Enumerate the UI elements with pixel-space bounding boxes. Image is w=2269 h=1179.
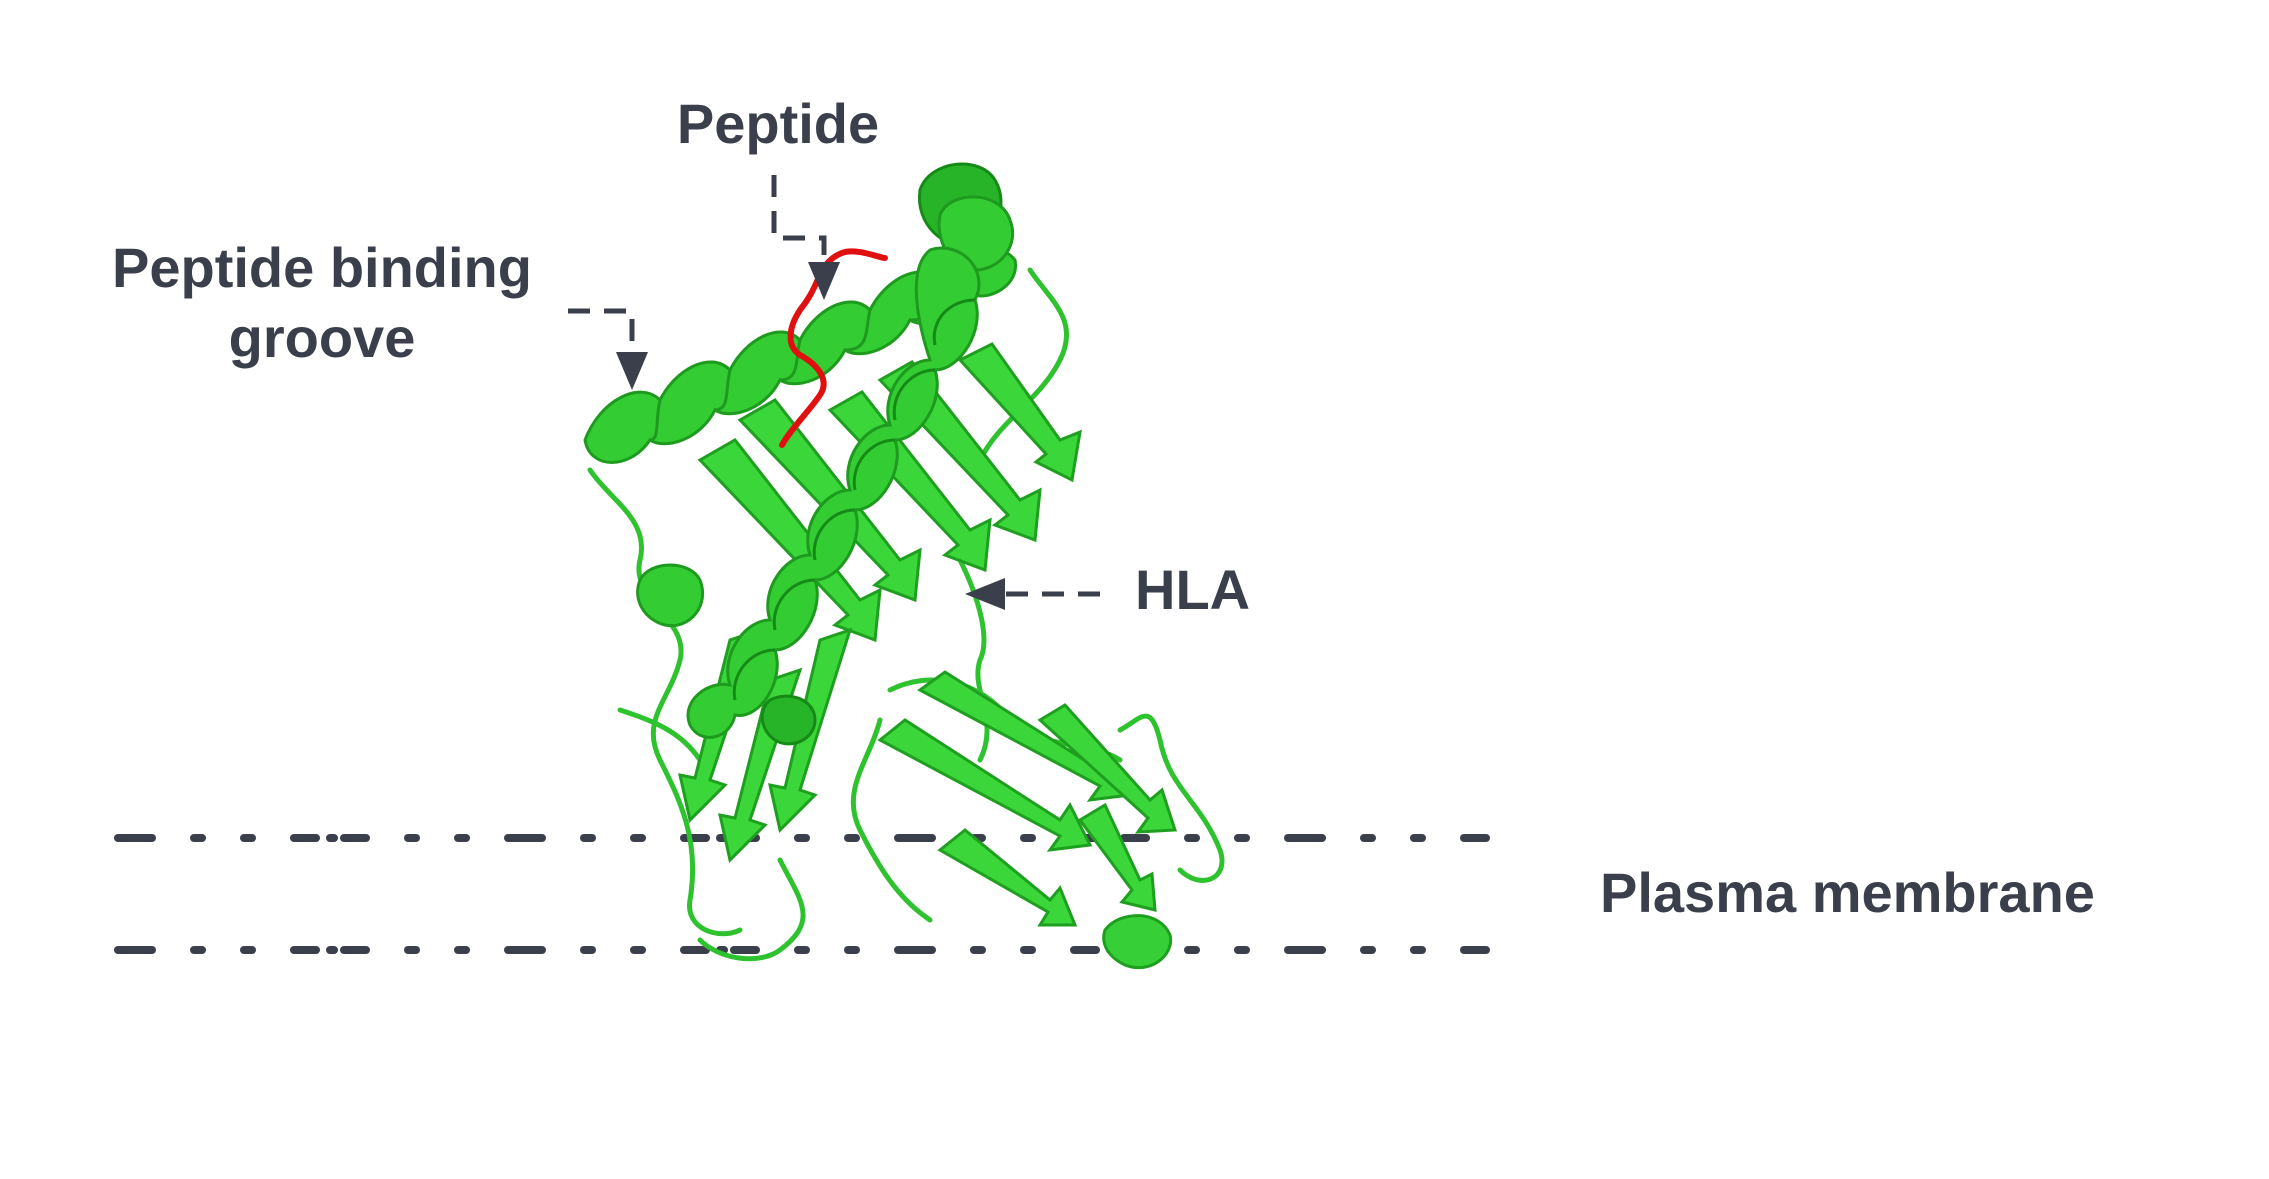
peptide-arrow [771, 175, 827, 262]
groove-label-line1: Peptide binding [112, 236, 532, 299]
plasma-membrane [114, 834, 1499, 954]
plasma-membrane-label: Plasma membrane [1600, 861, 2095, 924]
protein-loop [850, 717, 933, 923]
hla-protein-structure [583, 162, 1225, 970]
protein-loop [1117, 713, 1225, 883]
protein-helix-small [1102, 914, 1173, 970]
beta-strand [1037, 703, 1178, 834]
hla-label: HLA [1135, 558, 1250, 621]
beta-strand [957, 342, 1082, 483]
groove-arrow [568, 308, 635, 352]
alpha-helix-small-middle [760, 694, 817, 746]
beta-strand [1077, 802, 1157, 912]
protein-loop [587, 467, 743, 937]
protein-loop [977, 267, 1069, 463]
helix-turns-right [732, 298, 976, 701]
peptide-arrowhead [808, 262, 840, 300]
groove-label-line2: groove [229, 306, 416, 369]
alpha-helix-right [686, 246, 981, 739]
groove-arrowhead [616, 352, 648, 390]
beta-strand [877, 718, 1093, 852]
beta-strand [697, 438, 882, 643]
protein-loop [697, 857, 806, 962]
protein-loop [617, 707, 703, 763]
beta-strand [917, 670, 1133, 802]
hla-arrowhead [965, 578, 1005, 610]
bound-peptide [779, 248, 888, 448]
peptide-label: Peptide [677, 92, 879, 155]
beta-strand [937, 828, 1078, 927]
alpha-helix-small-left [636, 563, 705, 628]
